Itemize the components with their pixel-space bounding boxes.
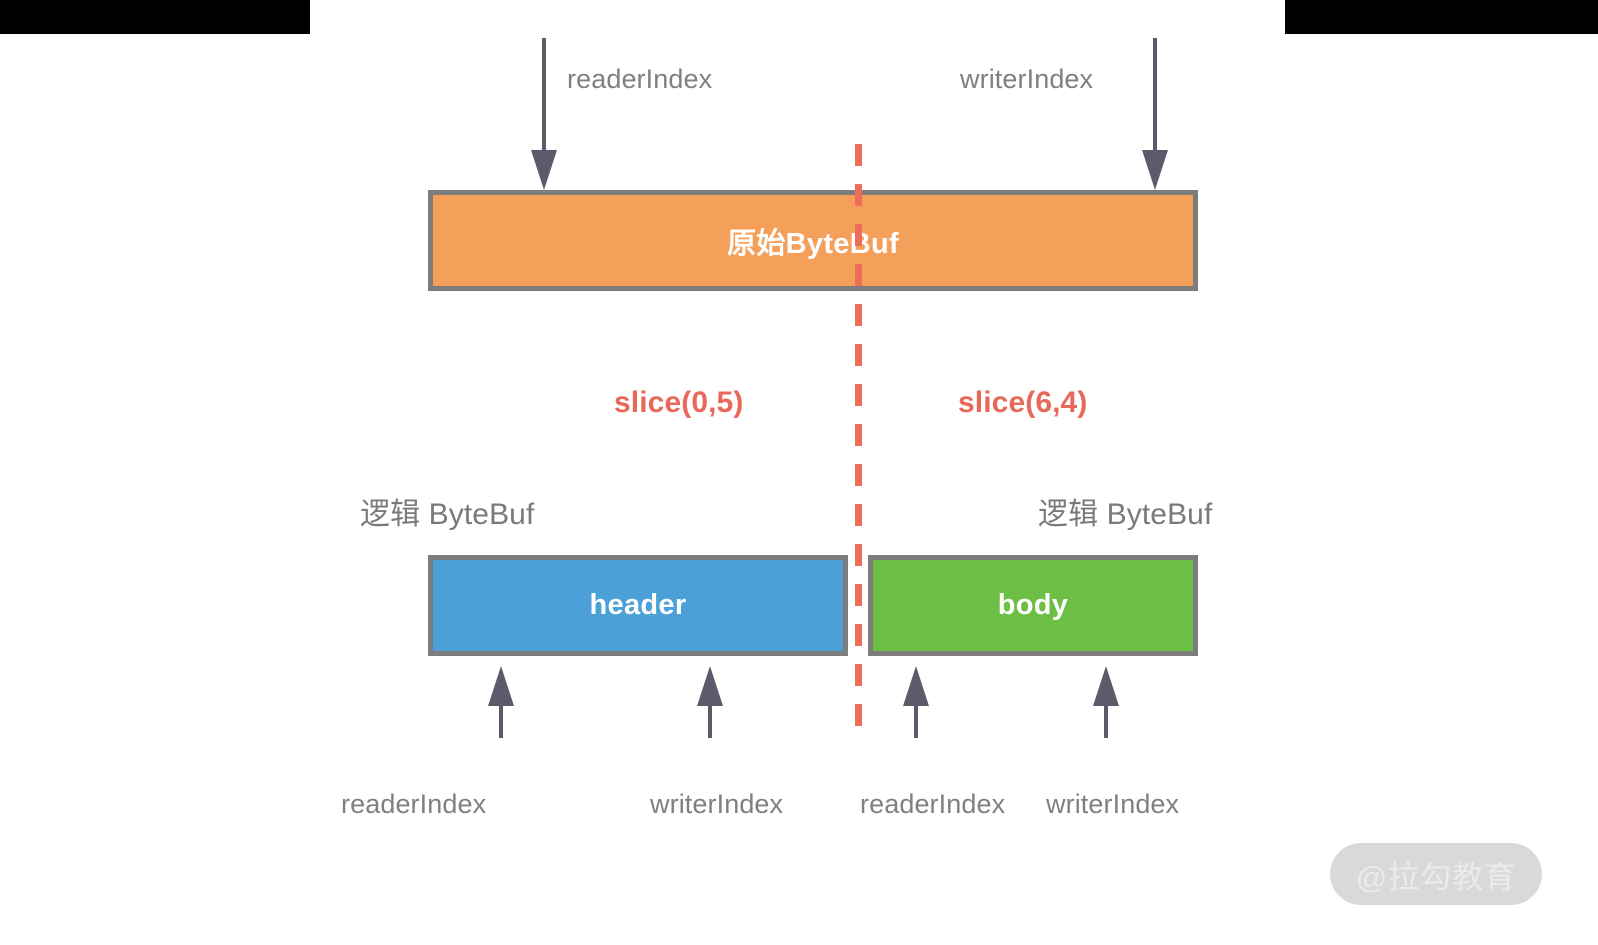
top-pointer-label-writer-index: writerIndex (960, 64, 1094, 94)
letterbox-bar-left (0, 0, 310, 34)
pointer-arrow-header-reader-index (488, 666, 514, 738)
top-pointer-label-reader-index: readerIndex (567, 64, 713, 94)
pointer-arrow-body-writer-index (1093, 666, 1119, 738)
watermark-text: @拉勾教育 (1355, 859, 1517, 895)
pointer-arrow-reader-index-top (531, 38, 557, 190)
slice-label-body: slice(6,4) (958, 386, 1088, 419)
header-bytebuf-label: header (589, 589, 687, 621)
watermark-badge: @拉勾教育 (1330, 843, 1542, 905)
letterbox-bar-right (1285, 0, 1598, 34)
logical-bytebuf-caption-body: 逻辑 ByteBuf (1038, 498, 1213, 531)
pointer-arrow-body-reader-index (903, 666, 929, 738)
split-dashed-line (855, 144, 862, 742)
slice-label-header: slice(0,5) (614, 386, 744, 419)
logical-bytebuf-caption-header: 逻辑 ByteBuf (360, 498, 535, 531)
bottom-pointer-label-body-writer-index: writerIndex (1046, 789, 1180, 819)
bottom-pointer-label-header-writer-index: writerIndex (650, 789, 784, 819)
original-bytebuf-box: 原始ByteBuf (428, 190, 1198, 291)
header-bytebuf-box: header (428, 555, 848, 656)
body-bytebuf-box: body (868, 555, 1198, 656)
bottom-pointer-label-body-reader-index: readerIndex (860, 789, 1006, 819)
pointer-arrow-header-writer-index (697, 666, 723, 738)
pointer-arrow-writer-index-top (1142, 38, 1168, 190)
original-bytebuf-label: 原始ByteBuf (727, 227, 899, 260)
bottom-pointer-label-header-reader-index: readerIndex (341, 789, 487, 819)
body-bytebuf-label: body (997, 589, 1069, 621)
